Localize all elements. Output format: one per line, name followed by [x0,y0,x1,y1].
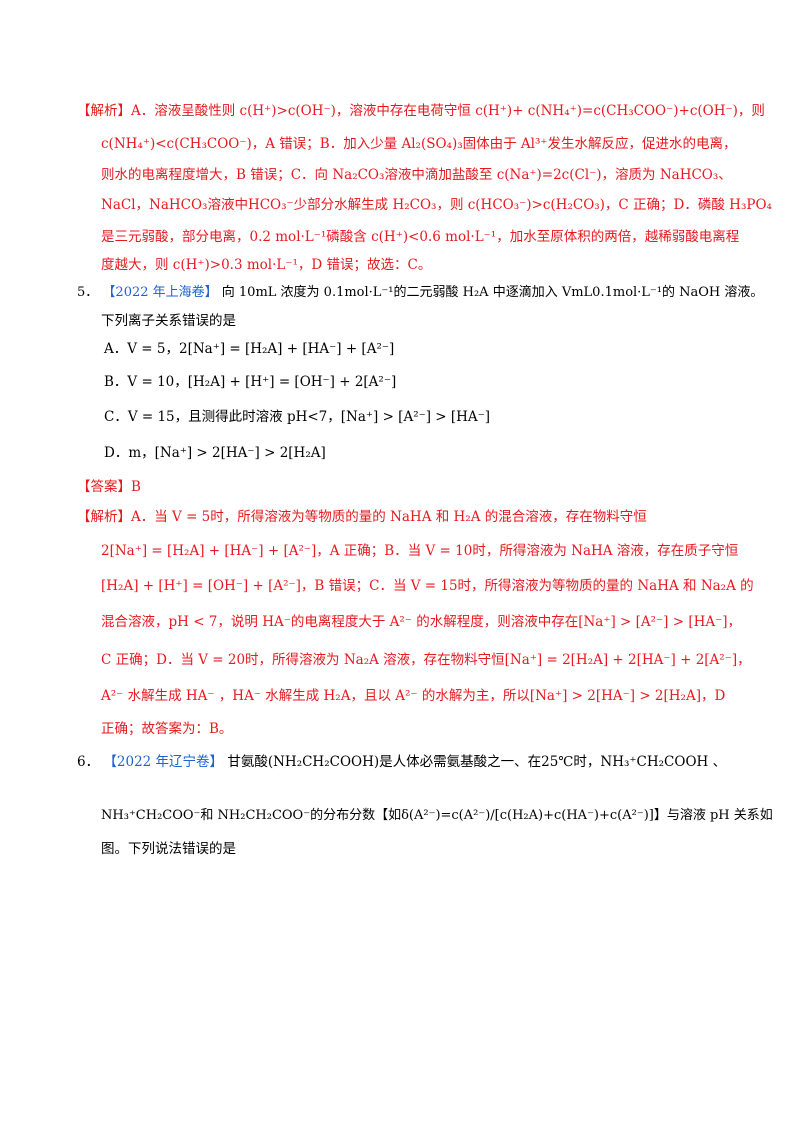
question-number: 5． [77,285,99,300]
explanation-line-4: 混合溶液，pH < 7，说明 HA⁻的电离程度大于 A²⁻ 的水解程度，则溶液中… [101,614,742,630]
explanation-line-6: A²⁻ 水解生成 HA⁻ ，HA⁻ 水解生成 H₂A，且以 A²⁻ 的水解为主，… [101,688,726,704]
question-5-stem-2: 下列离子关系错误的是 [101,313,236,329]
explanation-line-7: 正确；故答案为：B。 [101,721,233,737]
question-stem-text: 甘氨酸(NH₂CH₂COOH)是人体必需氨基酸之一、在25℃时，NH₃⁺CH₂C… [227,754,727,770]
explanation-line-2: 2[Na⁺] = [H₂A] + [HA⁻] + [A²⁻]，A 正确；B．当 … [101,543,739,559]
explanation-line-1: 【解析】A．当 V = 5时，所得溶液为等物质的量的 NaHA 和 H₂A 的混… [77,509,647,525]
option-d: D．m，[Na⁺] > 2[HA⁻] > 2[H₂A] [104,445,326,461]
analysis-line-4: NaCl，NaHCO₃溶液中HCO₃⁻少部分水解生成 H₂CO₃，则 c(HCO… [101,197,772,213]
answer-label: 【答案】B [77,479,141,495]
question-source: 【2022 年辽宁卷】 [103,754,224,770]
option-b: B．V = 10，[H₂A] + [H⁺] = [OH⁻] + 2[A²⁻] [104,374,397,390]
question-6-stem: 6． 【2022 年辽宁卷】 甘氨酸(NH₂CH₂COOH)是人体必需氨基酸之一… [77,752,726,772]
question-number: 6． [77,754,100,770]
analysis-line-2: c(NH₄⁺)<c(CH₃COO⁻)，A 错误；B．加入少量 Al₂(SO₄)₃… [101,136,737,152]
explanation-line-5: C 正确；D．当 V = 20时，所得溶液为 Na₂A 溶液，存在物料守恒[Na… [101,652,751,668]
question-stem-text: 向 10mL 浓度为 0.1mol·L⁻¹的二元弱酸 H₂A 中逐滴加入 VmL… [221,285,764,300]
question-6-stem-3: 图。下列说法错误的是 [101,841,236,857]
question-6-stem-2: NH₃⁺CH₂COO⁻和 NH₂CH₂COO⁻的分布分数【如δ(A²⁻)=c(A… [101,808,773,823]
option-a: A．V = 5，2[Na⁺] = [H₂A] + [HA⁻] + [A²⁻] [104,341,395,357]
analysis-line-6: 度越大，则 c(H⁺)>0.3 mol·L⁻¹，D 错误；故选：C。 [101,257,432,273]
analysis-line-1: 【解析】A．溶液呈酸性则 c(H⁺)>c(OH⁻)，溶液中存在电荷守恒 c(H⁺… [77,103,765,119]
analysis-line-5: 是三元弱酸，部分电离，0.2 mol·L⁻¹磷酸含 c(H⁺)<0.6 mol·… [101,229,740,245]
question-source: 【2022 年上海卷】 [102,285,218,300]
analysis-line-3: 则水的电离程度增大，B 错误；C．向 Na₂CO₃溶液中滴加盐酸至 c(Na⁺)… [101,167,732,183]
question-5-stem: 5． 【2022 年上海卷】 向 10mL 浓度为 0.1mol·L⁻¹的二元弱… [77,283,763,303]
explanation-line-3: [H₂A] + [H⁺] = [OH⁻] + [A²⁻]，B 错误；C．当 V … [101,578,754,594]
option-c: C．V = 15，且测得此时溶液 pH<7，[Na⁺] > [A²⁻] > [H… [104,409,491,425]
